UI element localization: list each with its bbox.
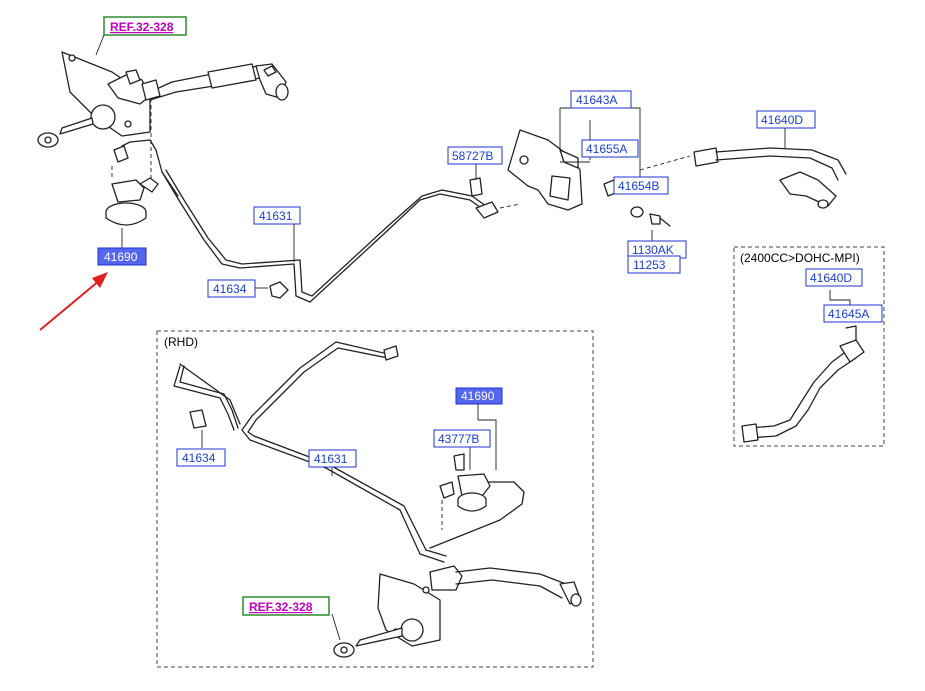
- rhd-clip-41634: [189, 409, 207, 429]
- part-label-41631-text: 41631: [259, 209, 293, 223]
- part-label-1130ak[interactable]: 1130AK: [627, 240, 687, 259]
- part-label-41690-text: 41690: [104, 250, 138, 264]
- part-label-1130ak-text: 1130AK: [632, 243, 674, 257]
- clip-58727b: [469, 177, 483, 197]
- master-cylinder-assembly: [37, 51, 289, 148]
- rhd-master-cylinder: [333, 565, 582, 658]
- part-label-41655a[interactable]: 41655A: [581, 139, 639, 158]
- variant-part-label-41645a[interactable]: 41645A: [823, 304, 883, 323]
- part-label-41655a-text: 41655A: [586, 142, 627, 156]
- rhd-clutch-tube: [173, 341, 447, 563]
- rhd-part-label-41634-text: 41634: [182, 451, 216, 465]
- clutch-tube-main: [161, 169, 521, 303]
- part-label-11253-text: 11253: [633, 258, 666, 272]
- part-label-58727b-text: 58727B: [452, 149, 493, 163]
- part-label-11253[interactable]: 11253: [627, 255, 681, 274]
- variant-part-label-41640d[interactable]: 41640D: [805, 268, 863, 287]
- engine-variant-title: (2400CC>DOHC-MPI): [740, 251, 860, 265]
- rhd-part-label-43777b[interactable]: 43777B: [433, 429, 491, 448]
- rhd-frame: [156, 330, 594, 668]
- part-label-41690-selected[interactable]: 41690: [97, 247, 147, 266]
- part-label-41631[interactable]: 41631: [253, 206, 301, 225]
- pointer-arrow-icon: [39, 272, 108, 331]
- release-cylinder: [105, 139, 179, 226]
- ref-label-bottom[interactable]: REF.32-328: [242, 596, 330, 616]
- engine-variant-frame: [733, 246, 885, 447]
- part-label-41634[interactable]: 41634: [207, 279, 256, 298]
- part-label-41640d[interactable]: 41640D: [756, 110, 816, 129]
- part-label-41654b-text: 41654B: [618, 179, 659, 193]
- rhd-part-label-43777b-text: 43777B: [438, 432, 479, 446]
- variant-part-label-41640d-text: 41640D: [810, 271, 852, 285]
- rhd-title: (RHD): [164, 335, 198, 349]
- part-label-41654b[interactable]: 41654B: [613, 176, 669, 195]
- hose-41640d: [639, 147, 847, 209]
- ref-label-top[interactable]: REF.32-328: [103, 16, 187, 36]
- rhd-part-label-41631[interactable]: 41631: [308, 449, 357, 468]
- part-label-41643a[interactable]: 41643A: [570, 90, 632, 109]
- rhd-part-label-41631-text: 41631: [314, 452, 348, 466]
- ref-label-bottom-text: REF.32-328: [249, 600, 313, 614]
- part-label-58727b[interactable]: 58727B: [447, 146, 503, 165]
- rhd-part-label-41634[interactable]: 41634: [176, 448, 226, 467]
- variant-hose: [741, 325, 865, 443]
- rhd-part-label-41690-text: 41690: [461, 389, 495, 403]
- ref-label-top-text: REF.32-328: [110, 20, 174, 34]
- bracket-41643a: [507, 129, 583, 211]
- variant-part-label-41645a-text: 41645A: [828, 307, 869, 321]
- part-label-41640d-text: 41640D: [761, 113, 803, 127]
- rhd-part-label-41690-selected[interactable]: 41690: [455, 387, 503, 405]
- part-label-41634-text: 41634: [213, 282, 247, 296]
- part-label-41643a-text: 41643A: [576, 93, 617, 107]
- rhd-release-cylinder: [429, 453, 525, 549]
